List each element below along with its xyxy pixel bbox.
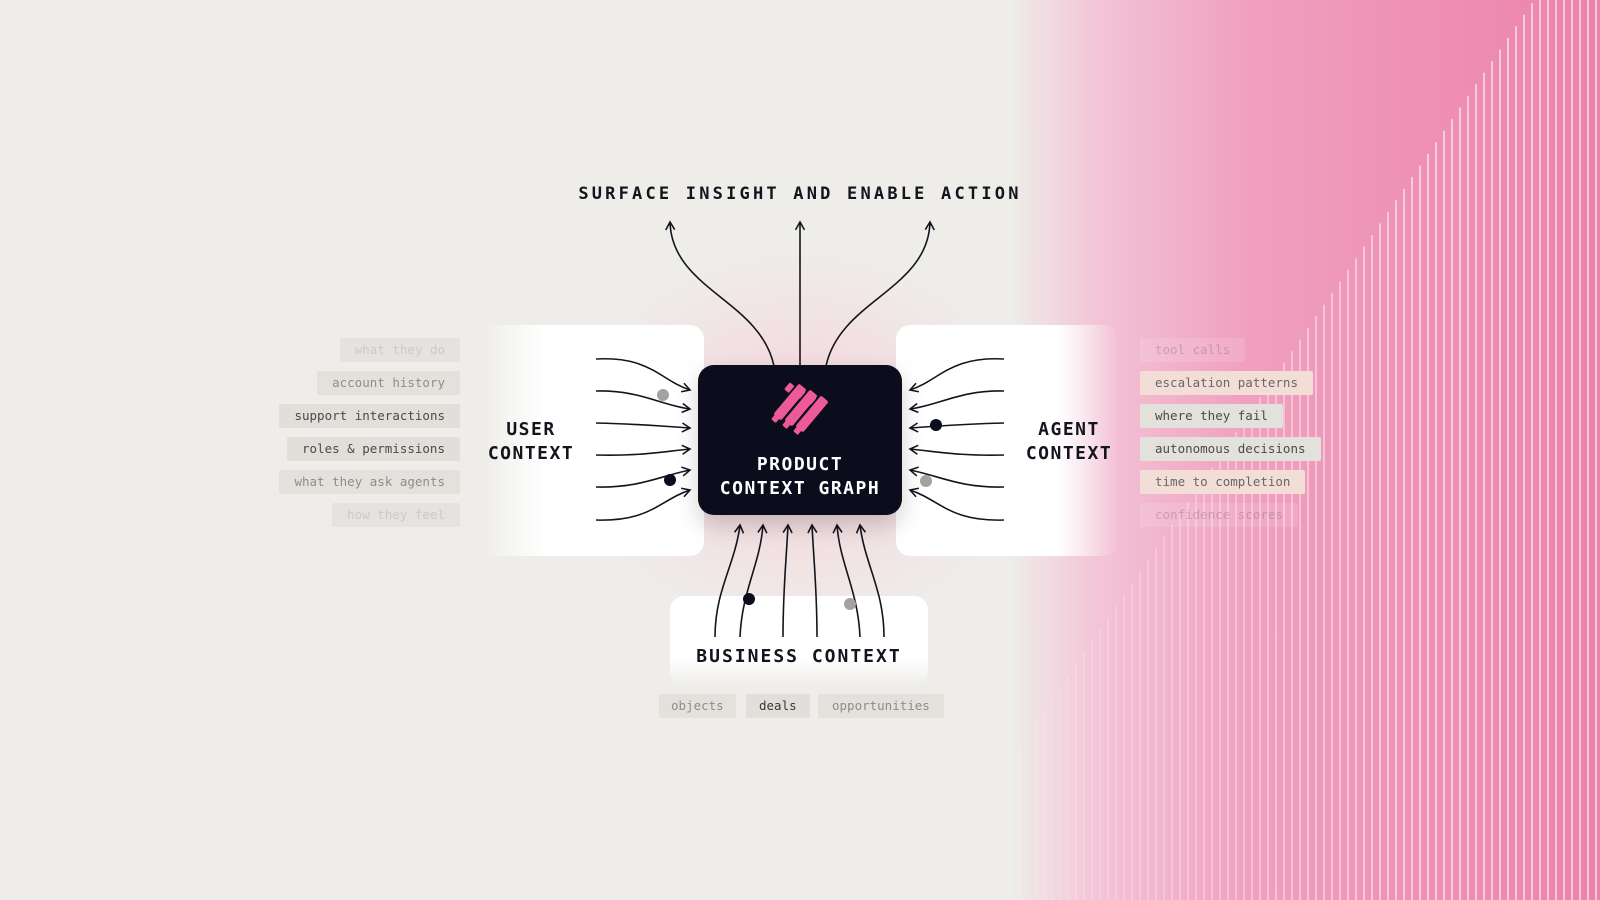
agent-tag: confidence scores <box>1140 503 1298 527</box>
pink-stripe-pattern <box>1019 0 1597 900</box>
flow-dot <box>844 598 856 610</box>
agent-tag: tool calls <box>1140 338 1246 362</box>
agent-context-heading: AGENT CONTEXT <box>1025 419 1113 464</box>
user-input-arrows <box>595 358 692 521</box>
agent-input-arrows <box>908 358 1005 521</box>
flow-dot <box>743 593 755 605</box>
business-context-heading: BUSINESS CONTEXT <box>696 646 902 667</box>
flow-dot <box>920 475 932 487</box>
agent-tag: where they fail <box>1140 404 1283 428</box>
output-arrow-right <box>825 220 935 367</box>
user-tag: what they do <box>339 338 460 362</box>
agent-tag: time to completion <box>1140 470 1306 494</box>
business-tag: deals <box>746 694 810 718</box>
pink-layers-logo-icon <box>771 382 828 435</box>
output-arrows <box>665 220 935 367</box>
top-heading: SURFACE INSIGHT AND ENABLE ACTION <box>578 184 1022 204</box>
flow-dot <box>664 474 676 486</box>
user-tag: what they ask agents <box>279 470 460 494</box>
user-tag: support interactions <box>279 404 460 428</box>
product-context-graph-node: PRODUCT CONTEXT GRAPH <box>698 365 902 515</box>
business-context-panel <box>670 596 928 686</box>
business-input-arrows <box>714 523 885 638</box>
business-tag: objects <box>659 694 736 718</box>
core-title: PRODUCT CONTEXT GRAPH <box>719 454 881 499</box>
agent-context-panel <box>896 325 1118 556</box>
agent-tag: escalation patterns <box>1140 371 1313 395</box>
flow-dot <box>930 419 942 431</box>
business-tag: opportunities <box>818 694 944 718</box>
user-tag: how they feel <box>332 503 460 527</box>
user-tag: roles & permissions <box>287 437 460 461</box>
user-tag: account history <box>317 371 460 395</box>
agent-tag: autonomous decisions <box>1140 437 1321 461</box>
flow-dot <box>657 389 669 401</box>
user-context-panel <box>482 325 704 556</box>
output-arrow-left <box>665 220 775 367</box>
user-context-heading: USER CONTEXT <box>487 419 575 464</box>
